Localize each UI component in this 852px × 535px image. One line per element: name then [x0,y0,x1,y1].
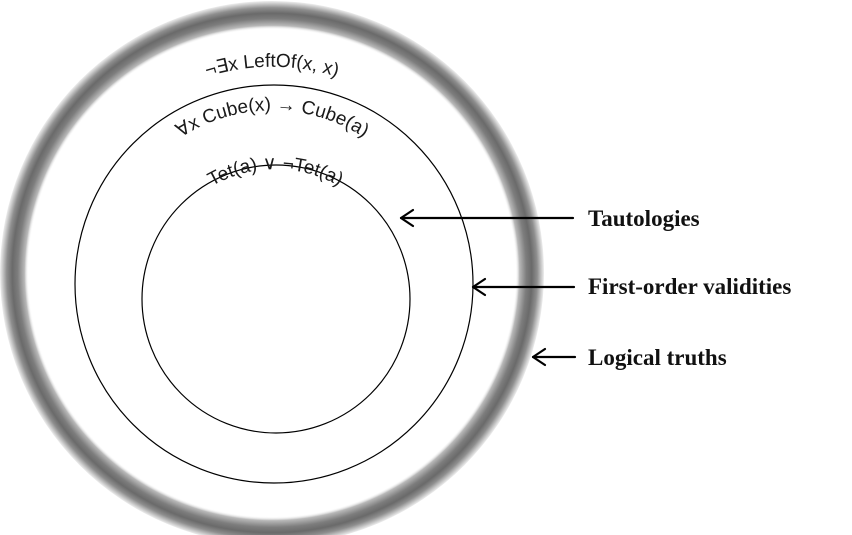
tautologies-label: Tautologies [588,206,700,231]
tautologies-circle [141,164,411,434]
logical-truths-arrow [531,347,577,367]
logical-truths-label: Logical truths [588,345,727,370]
first-order-validities-label: First-order validities [588,274,791,299]
logical-truths-ring [0,1,544,535]
first-order-validities-arrow [471,277,576,297]
tautologies-arrow [399,208,575,228]
first-order-validities-circle [74,84,474,484]
